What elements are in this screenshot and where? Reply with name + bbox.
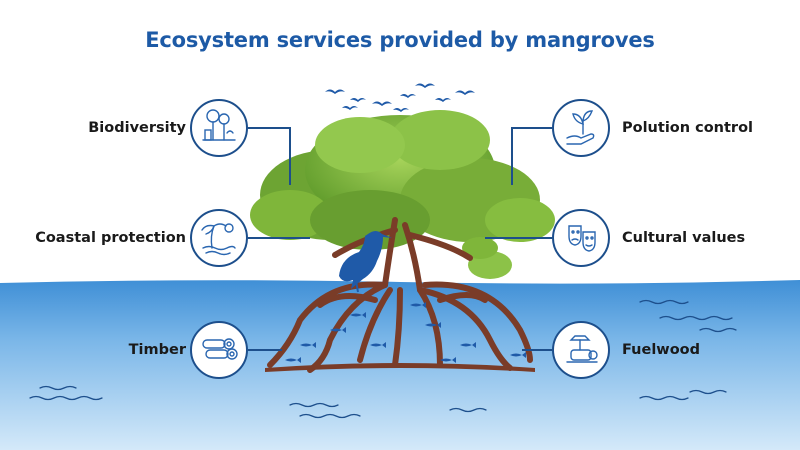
tree-roots (267, 217, 533, 373)
label-timber: Timber (128, 342, 186, 358)
label-coastal-protection: Coastal protection (35, 230, 186, 246)
connector-lines (248, 127, 552, 351)
fish (285, 302, 526, 363)
heron-bird (339, 231, 392, 289)
pollution-control-icon (566, 110, 595, 145)
label-cultural-values: Cultural values (622, 230, 746, 246)
label-pollution-control: Polution control (622, 120, 754, 136)
label-biodiversity: Biodiversity (88, 120, 186, 136)
connector-pollution-control (511, 127, 552, 185)
fuelwood-icon (566, 335, 598, 363)
label-fuelwood: Fuelwood (622, 342, 701, 358)
page-title: Ecosystem services provided by mangroves (145, 28, 655, 52)
water-ripples (29, 299, 737, 419)
cultural-values-icon (568, 225, 596, 252)
seabed (265, 363, 535, 372)
birds (325, 83, 475, 121)
connector-biodiversity (248, 127, 291, 185)
tree-canopy (250, 110, 555, 279)
heron-leg (355, 280, 359, 293)
biodiversity-icon (202, 109, 236, 141)
timber-icon (202, 338, 238, 360)
coastal-protection-icon (201, 223, 236, 256)
